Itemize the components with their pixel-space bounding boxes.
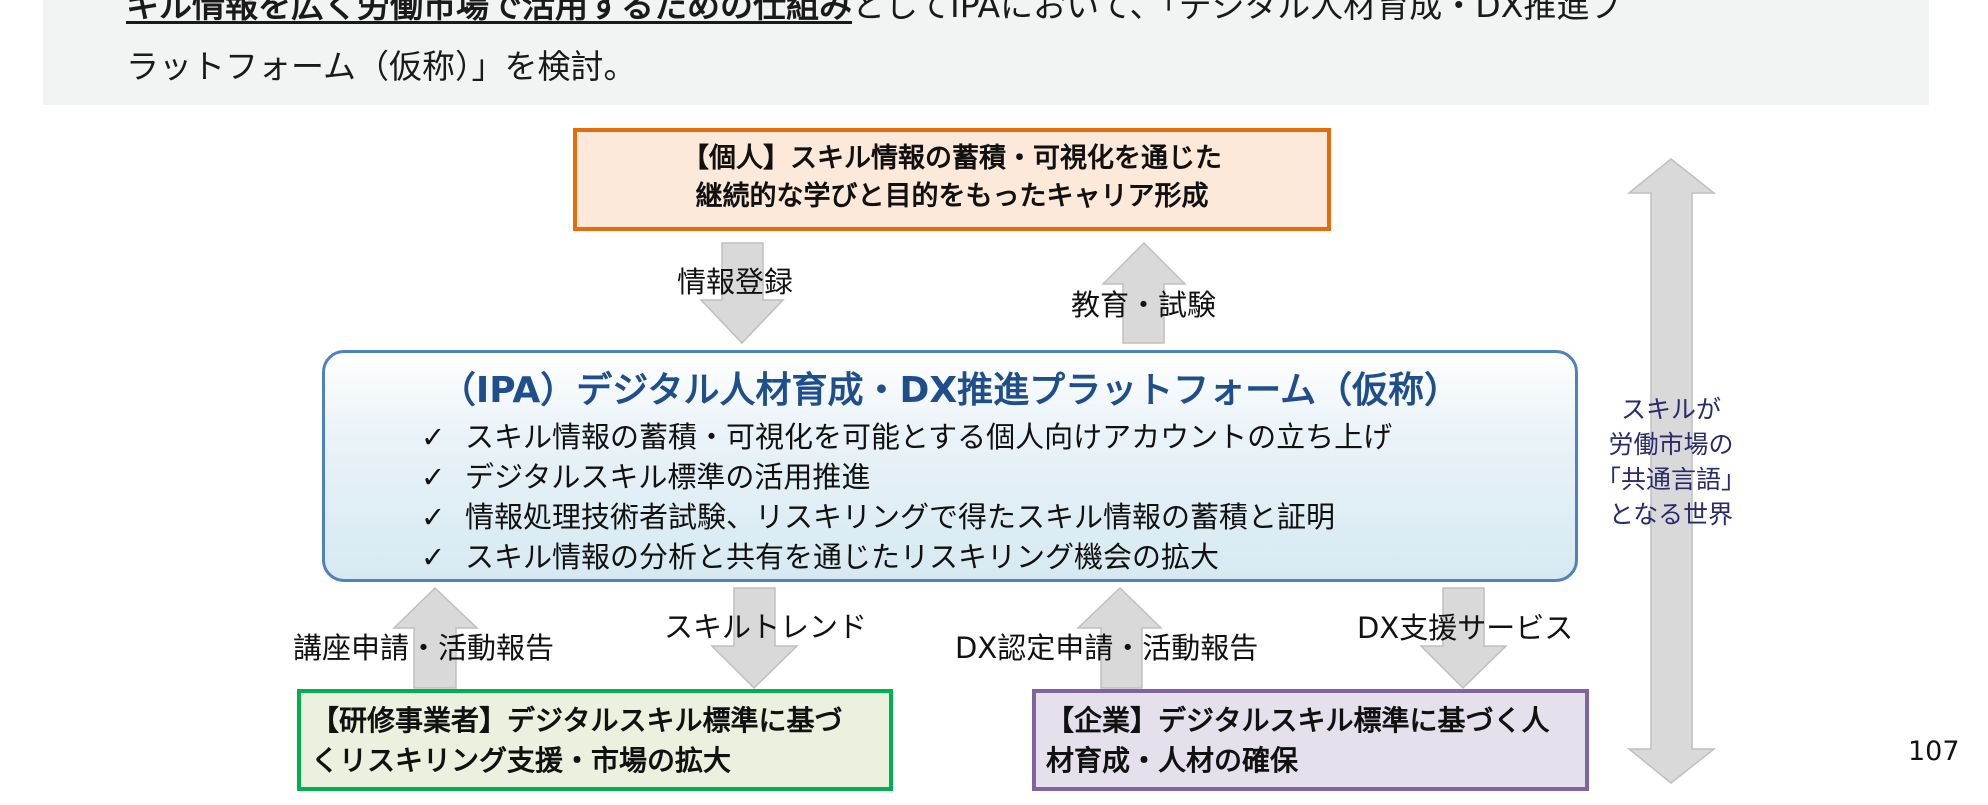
company-box: 【企業】デジタルスキル標準に基づく人 材育成・人材の確保 [1032,689,1589,791]
platform-feature-text: デジタルスキル標準の活用推進 [465,460,871,494]
platform-feature-text: 情報処理技術者試験、リスキリングで得たスキル情報の蓄積と証明 [465,500,1336,534]
dx-certification-label: DX認定申請・活動報告 [955,631,1259,665]
course-application-label: 講座申請・活動報告 [293,631,555,665]
dx-support-label: DX支援サービス [1357,611,1574,645]
training-box-line-1: 【研修事業者】デジタルスキル標準に基づ [311,704,843,737]
checkmark-icon: ✓ [421,540,446,574]
header-line-1-rest: としてIPAにおいて、「デジタル人材育成・DX推進プ [852,0,1623,25]
checkmark-icon: ✓ [421,500,446,534]
individual-box-line-1: 【個人】スキル情報の蓄積・可視化を通じた [682,143,1222,174]
checkmark-icon: ✓ [421,460,446,494]
training-provider-box: 【研修事業者】デジタルスキル標準に基づ くリスキリング支援・市場の拡大 [297,689,893,791]
side-label-line-3: 「共通言語」 [1595,465,1746,494]
down-arrow-icon [710,587,799,690]
header-line-1: キル情報を広く労働市場で活用するための仕組みとしてIPAにおいて、「デジタル人材… [126,0,1622,26]
page-number: 107 [1908,736,1960,767]
checkmark-icon: ✓ [421,420,446,454]
header-band: キル情報を広く労働市場で活用するための仕組みとしてIPAにおいて、「デジタル人材… [43,0,1929,105]
up-arrow-icon [1076,586,1163,689]
up-arrow-icon [392,586,479,689]
up-arrow-icon [1101,241,1187,344]
header-line-2: ラットフォーム（仮称）」を検討。 [126,47,637,86]
header-emphasis: キル情報を広く労働市場で活用するための仕組み [126,0,852,25]
platform-feature-item: ✓ デジタルスキル標準の活用推進 [421,457,1392,497]
platform-feature-text: スキル情報の蓄積・可視化を可能とする個人向けアカウントの立ち上げ [465,420,1393,454]
platform-feature-list: ✓ スキル情報の蓄積・可視化を可能とする個人向けアカウントの立ち上げ ✓ デジタルス… [421,417,1392,577]
platform-feature-item: ✓ スキル情報の蓄積・可視化を可能とする個人向けアカウントの立ち上げ [421,417,1392,457]
double-arrow-icon [1626,158,1717,784]
education-exam-label: 教育・試験 [1071,288,1217,322]
platform-feature-text: スキル情報の分析と共有を通じたリスキリング機会の拡大 [465,540,1220,574]
platform-feature-item: ✓ 情報処理技術者試験、リスキリングで得たスキル情報の蓄積と証明 [421,497,1392,537]
individual-box: 【個人】スキル情報の蓄積・可視化を通じた 継続的な学びと目的をもったキャリア形成 [573,128,1331,231]
platform-box: （IPA）デジタル人材育成・DX推進プラットフォーム（仮称） ✓ スキル情報の蓄積… [322,350,1578,582]
side-label-line-2: 労働市場の [1608,430,1734,459]
down-arrow-icon [699,242,785,345]
platform-title: （IPA）デジタル人材育成・DX推進プラットフォーム（仮称） [439,370,1461,411]
company-box-line-2: 材育成・人材の確保 [1046,744,1299,777]
side-label-line-1: スキルが [1620,395,1721,424]
training-box-line-2: くリスキリング支援・市場の拡大 [311,744,732,777]
skill-trend-label: スキルトレンド [664,610,868,644]
company-box-line-1: 【企業】デジタルスキル標準に基づく人 [1046,704,1550,737]
platform-feature-item: ✓ スキル情報の分析と共有を通じたリスキリング機会の拡大 [421,537,1392,577]
side-label: スキルが 労働市場の 「共通言語」 となる世界 [1585,392,1757,532]
down-arrow-icon [1419,587,1508,690]
individual-box-line-2: 継続的な学びと目的をもったキャリア形成 [695,181,1209,212]
info-registration-label: 情報登録 [677,265,794,299]
side-label-line-4: となる世界 [1608,500,1734,529]
